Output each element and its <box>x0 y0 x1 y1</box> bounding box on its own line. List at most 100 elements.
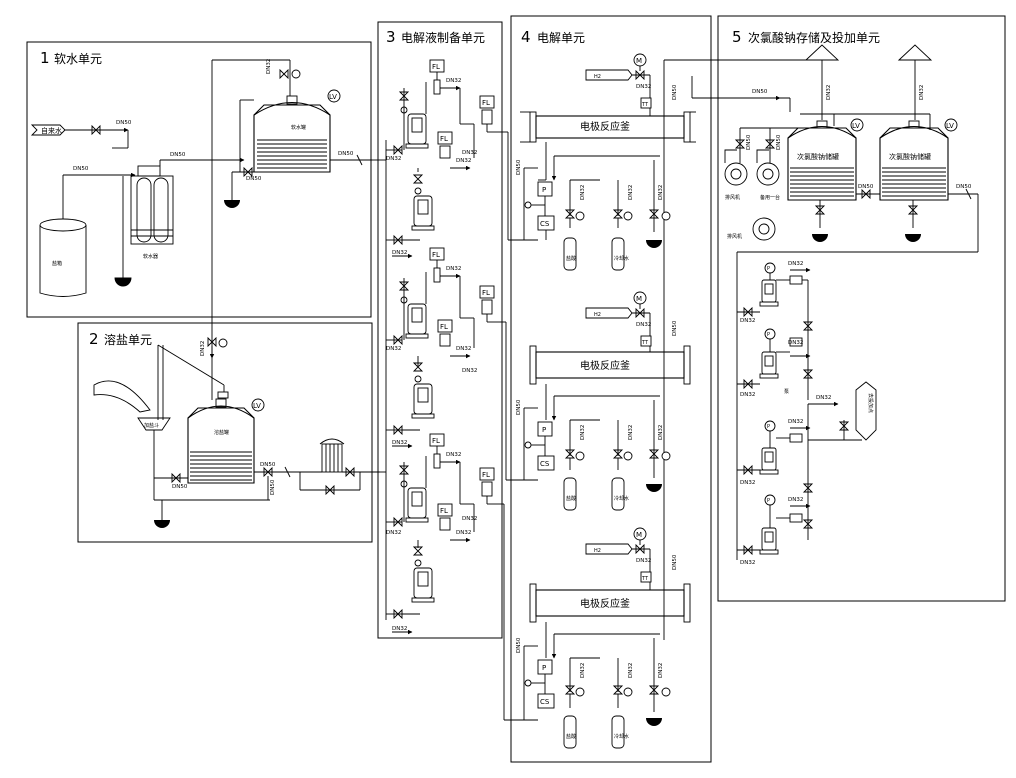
svg-text:电极反应釜: 电极反应釜 <box>580 120 630 133</box>
drain-funnel-2 <box>224 200 240 208</box>
svg-text:TT: TT <box>641 340 649 346</box>
electrolysis-module-3: H2 M DN32 TT DN50 电极反应釜 P CS <box>516 527 691 749</box>
svg-text:P: P <box>767 424 770 430</box>
svg-text:DN50: DN50 <box>260 462 276 468</box>
svg-text:LV: LV <box>852 122 860 130</box>
filter-outlet-valve-icon <box>345 466 355 478</box>
svg-text:DN32: DN32 <box>740 318 755 324</box>
unit-frame-4 <box>510 15 712 763</box>
dosing-pump-2: P DN32 DN32 泵 DN32 <box>737 328 839 407</box>
exhaust-blowers: 排风机 备用一台 排风机 DN50 DN50 <box>724 127 800 241</box>
svg-text:DN50: DN50 <box>956 184 972 190</box>
svg-text:DN32: DN32 <box>628 663 634 678</box>
electrolysis-module-2: H2 M DN32 TT DN50 电极反应釜 P CS <box>516 291 691 511</box>
svg-text:DN32: DN32 <box>386 346 401 352</box>
salt-feeding-hopper: 加盐斗 <box>93 344 229 438</box>
svg-text:FL: FL <box>440 507 448 515</box>
brine-tank-label: 溶盐罐 <box>214 429 229 436</box>
svg-text:DN32: DN32 <box>462 150 477 156</box>
svg-text:电极反应釜: 电极反应釜 <box>580 359 630 372</box>
brine-tank: 溶盐罐 LV <box>187 398 265 484</box>
svg-text:M: M <box>636 57 642 65</box>
vent-stack-1 <box>804 44 840 61</box>
svg-text:FL: FL <box>432 63 440 71</box>
svg-text:DN50: DN50 <box>776 134 782 150</box>
unit-5-number: 5 <box>732 28 742 46</box>
svg-text:泵: 泵 <box>784 389 789 395</box>
svg-text:DN32: DN32 <box>580 185 586 200</box>
unit-frame-2 <box>77 322 373 543</box>
svg-text:DN50: DN50 <box>516 637 522 653</box>
svg-text:M: M <box>636 531 642 539</box>
unit-frame-5 <box>717 15 1006 602</box>
svg-text:DN32: DN32 <box>392 440 407 446</box>
svg-text:DN32: DN32 <box>456 346 471 352</box>
softener-unit: 软水器 <box>130 165 174 260</box>
unit-4-electrolysis: H2 M DN32 TT DN50 电极反应釜 P <box>516 53 820 749</box>
svg-text:LV: LV <box>329 93 337 101</box>
salt-tank-label: 盐箱 <box>52 260 62 267</box>
svg-text:DN32: DN32 <box>636 84 651 90</box>
svg-text:DN32: DN32 <box>446 78 461 84</box>
salt-box-label: 加盐斗 <box>144 422 159 429</box>
unit-5-storage-dosing: DN32 DN32 DN50 排风机 备用一台 排风机 DN50 DN50 <box>724 44 979 566</box>
svg-text:DN32: DN32 <box>826 85 832 100</box>
svg-text:H2: H2 <box>594 74 601 80</box>
svg-text:DN32: DN32 <box>636 322 651 328</box>
svg-text:DN32: DN32 <box>462 516 477 522</box>
svg-text:FL: FL <box>432 251 440 259</box>
svg-text:次氯酸钠储罐: 次氯酸钠储罐 <box>889 152 931 161</box>
unit-2-title: 溶盐单元 <box>104 332 152 347</box>
svg-text:P: P <box>542 426 546 434</box>
svg-text:DN50: DN50 <box>516 399 522 415</box>
dosing-pump-3: P DN32 DN32 <box>737 404 814 500</box>
unit-frames <box>26 15 1006 763</box>
regeneration-salt-tank <box>39 225 87 297</box>
svg-text:DN32: DN32 <box>200 341 206 356</box>
soft-tank-inlet-valve-icon <box>279 68 289 80</box>
svg-text:DN50: DN50 <box>246 176 262 182</box>
svg-text:H2: H2 <box>594 548 601 554</box>
svg-text:P: P <box>542 186 546 194</box>
svg-text:次氯酸钠储罐: 次氯酸钠储罐 <box>797 152 839 161</box>
svg-text:DN32: DN32 <box>456 158 471 164</box>
svg-text:DN32: DN32 <box>658 425 664 440</box>
svg-text:DN32: DN32 <box>392 250 407 256</box>
svg-text:DN32: DN32 <box>816 395 831 401</box>
unit-1-title: 软水单元 <box>54 52 102 66</box>
svg-text:DN32: DN32 <box>788 419 803 425</box>
unit-3-electrolyte-prep: DN32 FL DN32 FL FL DN32 <box>385 59 538 721</box>
tap-water-inlet-symbol <box>30 124 66 136</box>
svg-text:电极反应釜: 电极反应釜 <box>580 597 630 610</box>
unit-2-brine: DN32 加盐斗 溶盐罐 LV <box>93 336 380 528</box>
svg-text:FL: FL <box>482 471 490 479</box>
svg-text:DN32: DN32 <box>446 266 461 272</box>
svg-text:DN32: DN32 <box>580 663 586 678</box>
softener-dn50-label: DN50 <box>73 166 89 172</box>
drain-funnel-3 <box>154 520 170 528</box>
svg-text:DN50: DN50 <box>270 479 276 495</box>
svg-text:CS: CS <box>540 698 550 706</box>
svg-text:DN32: DN32 <box>266 59 272 74</box>
soft-water-tank-label: 软水罐 <box>291 124 306 131</box>
svg-text:DN32: DN32 <box>740 480 755 486</box>
svg-text:DN32: DN32 <box>740 560 755 566</box>
svg-text:冷却水: 冷却水 <box>614 733 629 740</box>
svg-text:DN32: DN32 <box>788 261 803 267</box>
unit-3-title: 电解液制备单元 <box>401 30 485 45</box>
bypass-valve-icon <box>325 484 335 496</box>
svg-text:DN32: DN32 <box>628 185 634 200</box>
brine-drain-valve-icon <box>171 472 181 484</box>
svg-text:CS: CS <box>540 460 550 468</box>
reagent-bottle-1 <box>563 237 577 271</box>
soft-tank-level-indicator <box>327 89 341 103</box>
svg-text:FL: FL <box>432 437 440 445</box>
tap-water-label: 自来水 <box>41 126 62 135</box>
soft-water-tank: 软水罐 LV <box>253 89 341 173</box>
unit-4-number: 4 <box>521 28 531 46</box>
dosing-pump-4: P DN32 DN32 <box>737 494 814 566</box>
svg-text:DN32: DN32 <box>788 497 803 503</box>
unit-2-number: 2 <box>89 330 99 348</box>
svg-text:DN32: DN32 <box>446 452 461 458</box>
